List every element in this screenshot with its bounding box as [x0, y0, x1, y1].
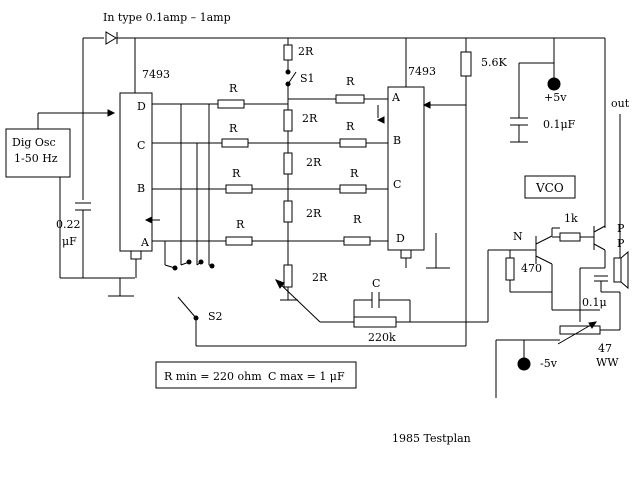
r-label-6: R [346, 120, 355, 133]
vplus-terminal [547, 77, 561, 91]
switch-s1-label: S1 [300, 72, 315, 85]
vplus-label: +5v [544, 91, 567, 104]
vminus-label: -5v [540, 357, 558, 370]
left-chip [108, 92, 160, 297]
resistor-2r-top [283, 44, 293, 61]
right-chip-name: 7493 [408, 65, 436, 78]
r-label-7: R [350, 167, 359, 180]
two-r-label-1: 2R [302, 112, 318, 125]
pot-47 [559, 325, 601, 335]
footer-label: 1985 Testplan [392, 432, 471, 445]
cap-01u-label: 0.1μ [582, 296, 607, 309]
res-470-label: 470 [521, 262, 542, 275]
cap-022-symbol [75, 202, 91, 278]
resistor-r7 [339, 184, 367, 194]
right-chip-pin-c: C [393, 178, 401, 191]
left-chip-pin-c: C [137, 139, 145, 152]
resistor-r6 [339, 138, 367, 148]
resistor-2r-2 [283, 152, 293, 175]
r-label-1: R [229, 82, 238, 95]
r-label-4: R [236, 218, 245, 231]
transistor-stage [495, 225, 629, 398]
right-chip-pin-d: D [396, 232, 405, 245]
resistor-2r-3 [283, 200, 293, 223]
vco-label: VCO [535, 181, 564, 195]
cap-01-label: 0.1μF [543, 118, 576, 131]
cap-c-label: C [372, 277, 380, 290]
resistor-56k [460, 51, 472, 77]
resistor-r8 [343, 236, 371, 246]
feedback-network [274, 249, 536, 328]
resistor-r3 [225, 184, 253, 194]
vminus-terminal [517, 357, 531, 371]
resistor-220k [353, 316, 397, 328]
left-chip-pin-d: D [137, 100, 146, 113]
r-label-2: R [229, 122, 238, 135]
osc-line1: Dig Osc [12, 136, 56, 149]
switch-s1 [285, 69, 297, 87]
two-r-label-2: 2R [306, 156, 322, 169]
two-r-label-bottom: 2R [312, 271, 328, 284]
resistor-470 [505, 257, 515, 281]
res-220k-label: 220k [368, 331, 396, 344]
note-rmin: R min = 220 ohm [164, 370, 262, 383]
r-label-3: R [232, 167, 241, 180]
two-r-label-3: 2R [306, 207, 322, 220]
left-chip-name: 7493 [142, 68, 170, 81]
transistor-p1-label: P [617, 222, 625, 235]
resistor-r2 [221, 138, 249, 148]
resistor-r4 [225, 236, 253, 246]
resistor-r1 [217, 99, 245, 109]
resistor-2r-1 [283, 109, 293, 132]
transistor-p2-label: P [617, 237, 625, 250]
supply-network [460, 38, 606, 228]
r-label-5: R [346, 75, 355, 88]
resistor-2r-bottom [283, 264, 293, 288]
right-chip-pin-b: B [393, 134, 401, 147]
res-1k-label: 1k [564, 212, 578, 225]
resistor-1k [559, 232, 581, 242]
switch-s2 [164, 105, 467, 347]
pot-value-label: 47 [598, 342, 612, 355]
left-chip-pin-a: A [140, 236, 150, 249]
vco-box [524, 175, 576, 199]
speaker [613, 257, 622, 283]
two-r-label-top: 2R [298, 45, 314, 58]
r-label-8: R [353, 213, 362, 226]
note-box [155, 361, 357, 389]
pot-type-label: WW [596, 356, 619, 369]
right-chip [376, 38, 466, 269]
note-cmax: C max = 1 μF [268, 370, 345, 383]
top-rail-diode [82, 31, 605, 200]
ladder-wires [152, 38, 388, 301]
right-chip-pin-a: A [391, 91, 401, 104]
osc-line2: 1-50 Hz [14, 152, 58, 165]
cap-left-unit: μF [62, 235, 77, 248]
transistor-n-label: N [513, 230, 523, 243]
diode-label: In type 0.1amp – 1amp [103, 11, 231, 24]
left-chip-pin-b: B [137, 182, 145, 195]
switch-s2-label: S2 [208, 310, 223, 323]
res-56k-label: 5.6K [481, 56, 507, 69]
out-label: out [611, 97, 630, 110]
oscillator-block: Dig Osc 1-50 Hz [5, 109, 135, 279]
cap-left-value: 0.22 [56, 218, 81, 231]
resistor-r5 [335, 94, 365, 104]
